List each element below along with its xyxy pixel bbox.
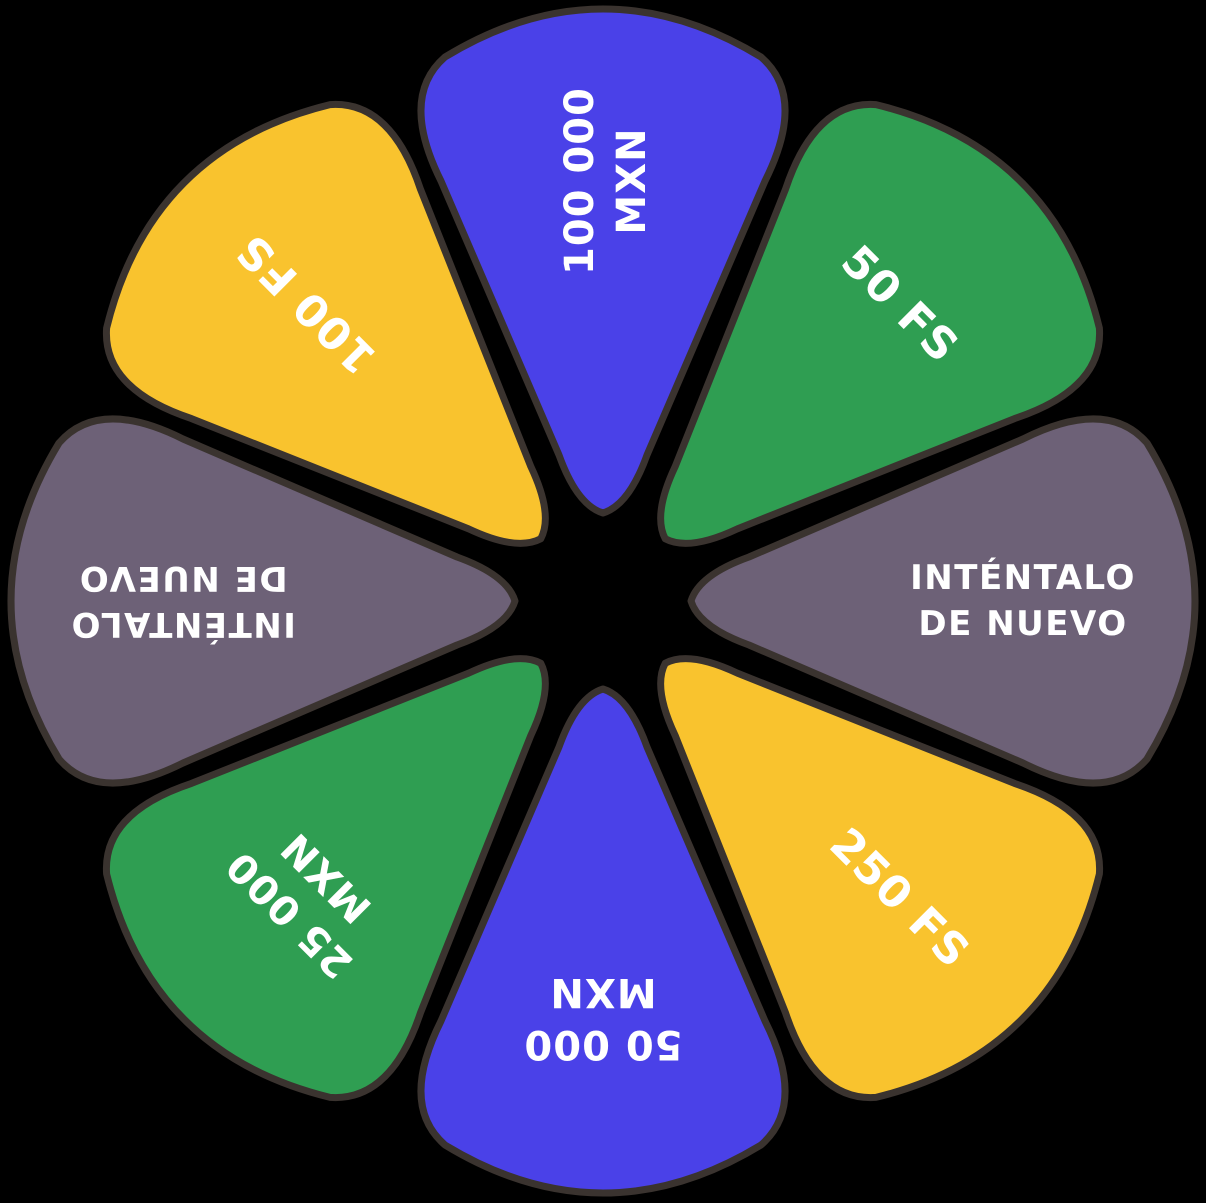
segment-label-top: 100 000 MXN xyxy=(557,87,655,275)
segment-label-line: DE NUEVO xyxy=(78,558,287,598)
segment-label-bottom: 50 000 MXN xyxy=(523,969,682,1067)
segment-label-line: MXN xyxy=(549,969,656,1015)
segment-label-line: 50 000 xyxy=(523,1021,682,1067)
segment-label-line: 100 000 xyxy=(557,87,603,275)
segment-label-line: INTÉNTALO xyxy=(70,604,296,645)
segment-label-right: INTÉNTALO DE NUEVO xyxy=(910,557,1136,644)
segment-label-line: MXN xyxy=(609,127,655,234)
segment-label-left: INTÉNTALO DE NUEVO xyxy=(70,558,296,645)
segment-label-line: DE NUEVO xyxy=(918,604,1127,644)
segment-label-line: INTÉNTALO xyxy=(910,557,1136,598)
